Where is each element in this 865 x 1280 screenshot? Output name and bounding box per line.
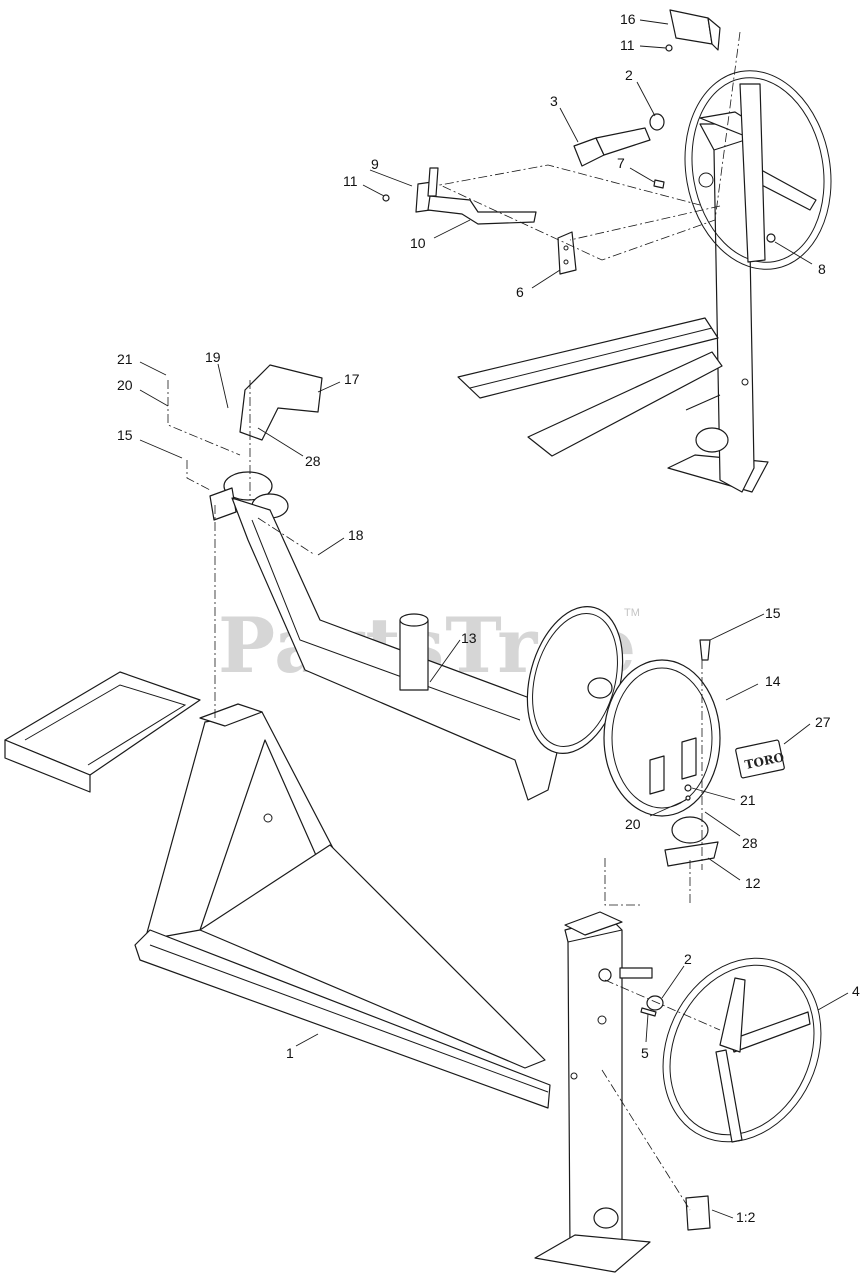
callout-28-left: 28 [305,453,321,469]
callout-19: 19 [205,349,221,365]
assembly-lines [167,31,741,1211]
callout-12: 12 [745,875,761,891]
lower-handwheel [640,957,822,1231]
callout-7: 7 [617,155,625,171]
callout-20-left: 20 [117,377,133,393]
callout-21-left: 21 [117,351,133,367]
callout-14: 14 [765,673,781,689]
callout-5: 5 [641,1045,649,1061]
callout-27: 27 [815,714,831,730]
callout-21-right: 21 [740,792,756,808]
callout-17: 17 [344,371,360,387]
callout-15-right: 15 [765,605,781,621]
callout-11-mid: 11 [343,173,358,189]
yoke-assembly [209,364,624,801]
callout-28-right: 28 [742,835,758,851]
base-frame [4,671,653,1273]
callout-1-2: 1:2 [736,1209,756,1225]
upper-handwheel [684,70,832,270]
callout-16: 16 [620,11,636,27]
callout-3: 3 [550,93,558,109]
callout-10: 10 [410,235,426,251]
callout-15-left: 15 [117,427,133,443]
leader-lines [139,19,849,1219]
callout-1: 1 [286,1045,294,1061]
callout-11-top: 11 [620,37,635,53]
callout-20-right: 20 [625,816,641,832]
callout-8: 8 [818,261,826,277]
callout-4: 4 [852,983,860,999]
callout-9: 9 [371,156,379,172]
callout-2-bottom: 2 [684,951,692,967]
drum-assembly: TORO [603,639,785,867]
callout-labels: 16 11 2 3 9 7 11 10 8 6 21 19 17 20 15 2… [117,11,860,1225]
callout-18: 18 [348,527,364,543]
watermark-tm: TM [624,607,640,619]
callout-6: 6 [516,284,524,300]
upper-hardware [382,9,776,275]
callout-2-top: 2 [625,67,633,83]
callout-13: 13 [461,630,477,646]
